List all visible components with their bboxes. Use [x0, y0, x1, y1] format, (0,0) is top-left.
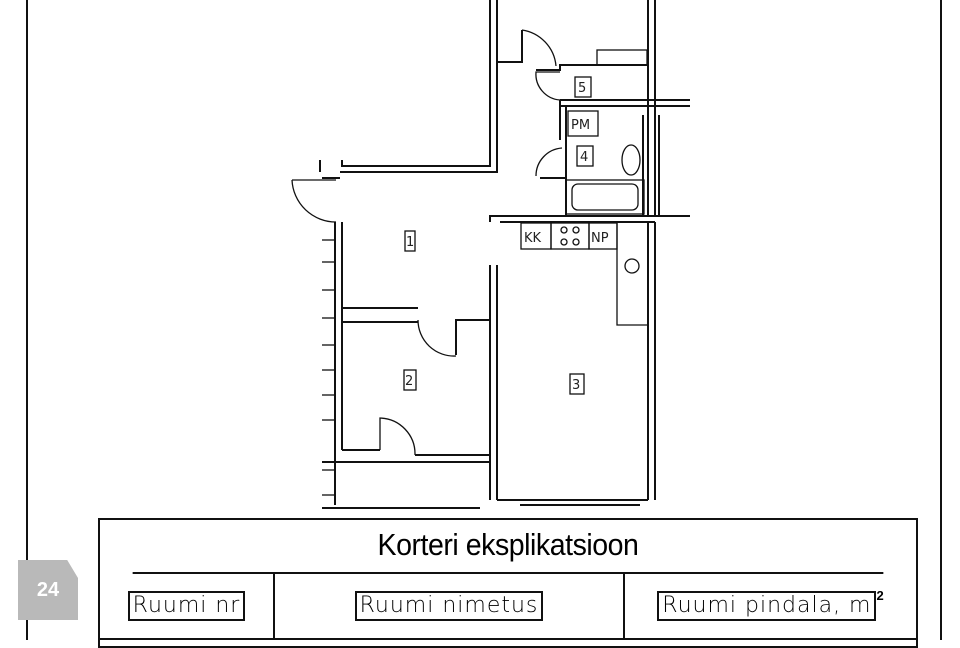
walls [319, 0, 690, 509]
header-cell: Ruumi nimetus [275, 574, 625, 638]
room-1-label: 1 [406, 235, 414, 250]
fixture-pm-label: PM [571, 118, 590, 133]
room-2-label: 2 [405, 374, 413, 389]
doors [291, 29, 563, 456]
header-room-area-text: Ruumi pindala, m [662, 593, 872, 618]
header-room-nr: Ruumi nr [127, 591, 246, 621]
explication-table: Korteri eksplikatsioon Ruumi nr Ruumi ni… [98, 518, 918, 648]
table-header-row: Ruumi nr Ruumi nimetus Ruumi pindala, m 2 [100, 574, 916, 640]
superscript-2: 2 [876, 588, 884, 603]
page-badge: 24 [18, 560, 78, 620]
table-title: Korteri eksplikatsioon [132, 520, 884, 574]
room-markers: 1 2 3 4 5 PM KK NP [403, 76, 609, 395]
room-3-label: 3 [572, 378, 580, 393]
header-room-area: Ruumi pindala, m [657, 591, 877, 621]
header-cell: Ruumi nr [100, 574, 275, 638]
room-4-label: 4 [580, 150, 588, 165]
fixture-kk-label: KK [524, 231, 542, 246]
room-5-label: 5 [578, 81, 586, 96]
fixture-np-label: NP [591, 231, 609, 246]
header-cell: Ruumi pindala, m 2 [625, 574, 916, 638]
header-room-name: Ruumi nimetus [354, 591, 544, 621]
